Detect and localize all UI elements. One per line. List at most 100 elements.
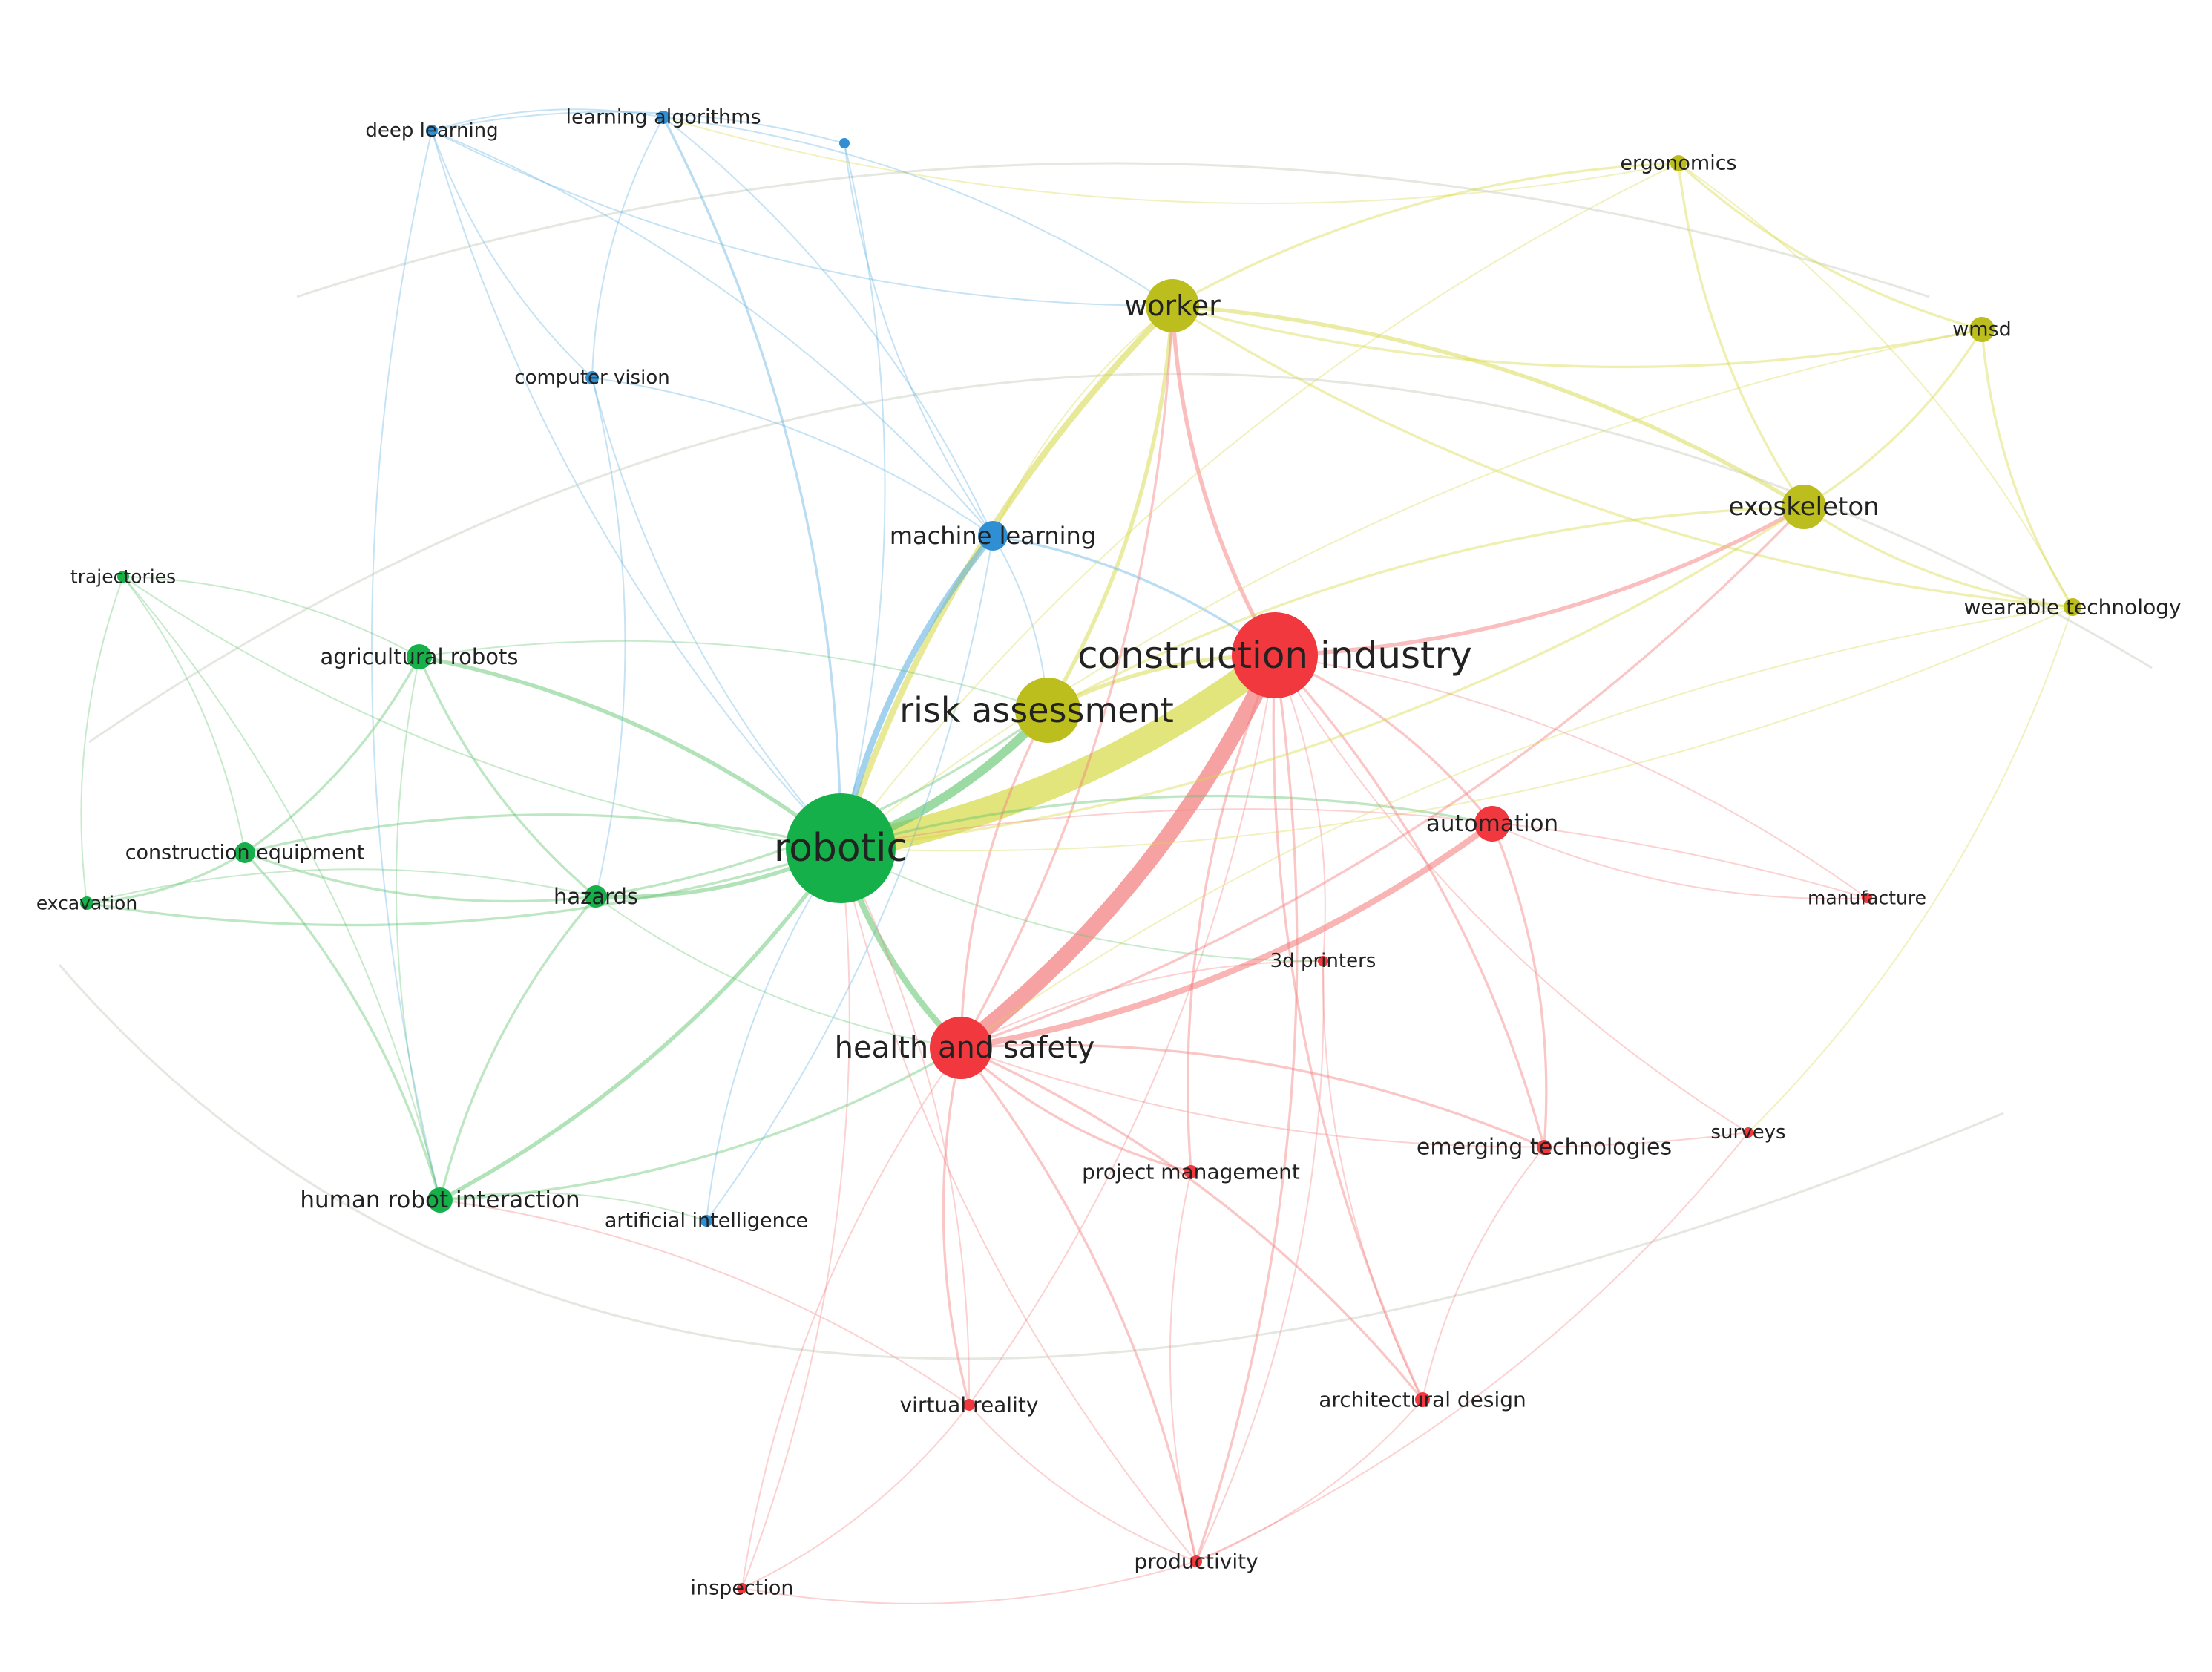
labels-layer: robotic construction industry risk assessm… [36,106,2182,1600]
link-risk_assessment-agricultural_robots [419,640,1048,711]
link-risk_assessment-worker [1046,304,1175,712]
link-learning_algorithms-computer_vision [591,117,664,378]
link-excavation-robotic [85,847,842,927]
node-manufacture[interactable] [1862,893,1872,903]
node-agricultural-robots[interactable] [407,644,432,669]
label-surveys: surveys [1710,1121,1785,1144]
link-human_robot_interaction-health_and_safety [439,1046,962,1201]
link-robotic-exoskeleton [839,505,1805,850]
label-project-management: project management [1082,1160,1300,1184]
label-productivity: productivity [1134,1550,1258,1574]
link-construction_industry-architectural_design [1272,654,1424,1401]
link-deep_learning-robotic [431,130,841,849]
link-construction_industry-virtual_reality [968,655,1276,1406]
link-trajectories-excavation [80,576,124,904]
label-risk-assessment: risk assessment [899,690,1174,730]
link-architectural_design-productivity [1195,1399,1423,1562]
label-emerging-technologies: emerging technologies [1417,1135,1672,1161]
link-construction_industry-health_and_safety [952,646,1284,1057]
link-agricultural_robots-construction_equipment [243,655,421,854]
link-unlabeled_blue-machine_learning [844,142,994,537]
node-virtual-reality[interactable] [963,1399,975,1411]
link-exoskeleton-wearable_technology [1802,505,2074,609]
node-3d-printers[interactable] [1318,956,1328,966]
node-wmsd[interactable] [1969,317,1995,342]
link-robotic-3d_printers [840,848,1324,963]
node-construction-industry[interactable] [1232,612,1318,698]
label-learning-algorithms: learning algorithms [565,106,761,129]
node-wearable-technology[interactable] [2064,598,2081,616]
link-wmsd-ergonomics [1677,162,1983,331]
link-robotic-productivity [840,848,1197,1562]
link-agricultural_robots-human_robot_interaction [395,656,441,1201]
label-3d-printers: 3d printers [1270,950,1376,972]
node-architectural-design[interactable] [1415,1392,1430,1407]
node-construction-equipment[interactable] [234,842,255,863]
label-inspection: inspection [691,1577,794,1600]
link-exoskeleton-health_and_safety [959,505,1805,1049]
label-ergonomics: ergonomics [1620,152,1736,175]
link-human_robot_interaction-virtual_reality [439,1199,970,1406]
node-computer-vision[interactable] [585,371,599,384]
link-trajectories-construction_equipment [122,576,246,853]
node-learning-algorithms[interactable] [657,111,670,124]
link-human_robot_interaction-artificial_intelligence [439,1192,707,1222]
label-artificial-intelligence: artificial intelligence [605,1210,808,1233]
node-excavation[interactable] [80,896,93,910]
link-automation-emerging_technologies [1491,822,1548,1149]
background-arc-2 [58,964,2004,1360]
link-trajectories-robotic [122,576,841,849]
node-worker[interactable] [1146,279,1199,332]
node-hazards[interactable] [585,885,607,908]
link-ergonomics-learning_algorithms [663,117,1679,204]
link-robotic-virtual_reality [840,848,971,1406]
node-ergonomics[interactable] [1670,155,1687,171]
link-virtual_reality-inspection [741,1404,970,1589]
node-trajectories[interactable] [117,571,129,583]
label-health-and-safety: health and safety [835,1031,1095,1065]
link-construction_equipment-human_robot_interaction [243,851,442,1201]
background-arc-3 [296,162,1930,298]
node-inspection[interactable] [737,1583,747,1593]
label-agricultural-robots: agricultural robots [321,644,519,669]
node-machine-learning[interactable] [978,521,1008,551]
node-exoskeleton[interactable] [1782,485,1826,529]
link-robotic-inspection [741,848,850,1589]
node-emerging-technologies[interactable] [1537,1140,1552,1155]
link-risk_assessment-exoskeleton [1046,505,1805,712]
node-artificial-intelligence[interactable] [700,1215,712,1227]
label-robotic: robotic [774,826,908,871]
link-robotic-manufacture [840,808,1868,899]
node-deep-learning[interactable] [426,125,438,137]
link-3d_printers-architectural_design [1322,960,1423,1400]
node-productivity[interactable] [1190,1555,1202,1567]
node-unlabeled-blue[interactable] [839,138,850,148]
link-robotic-human_robot_interaction [438,846,843,1202]
link-health_and_safety-automation [957,820,1496,1052]
label-computer-vision: computer vision [514,367,669,389]
link-construction_industry-project_management [1187,654,1276,1173]
link-inspection-productivity [741,1561,1197,1604]
label-wearable-technology: wearable technology [1963,595,2181,620]
link-robotic-construction_industry [827,642,1288,862]
link-ergonomics-wearable_technology [1678,163,2073,608]
label-construction-equipment: construction equipment [125,842,365,865]
node-human-robot-interaction[interactable] [427,1187,453,1213]
label-automation: automation [1426,810,1558,837]
link-excavation-hazards [86,868,597,904]
link-trajectories-human_robot_interaction [122,576,441,1201]
link-worker-deep_learning [431,130,1173,307]
node-risk-assessment[interactable] [1015,678,1080,743]
node-health-and-safety[interactable] [930,1017,992,1079]
node-project-management[interactable] [1184,1165,1198,1178]
link-exoskeleton-ergonomics [1677,162,1805,508]
node-surveys[interactable] [1743,1127,1753,1138]
label-human-robot-interaction: human robot interaction [300,1187,580,1213]
link-deep_learning-learning_algorithms [431,108,664,131]
label-construction-industry: construction industry [1077,634,1472,677]
node-automation[interactable] [1474,806,1510,842]
link-risk_assessment-health_and_safety [959,709,1049,1049]
node-robotic[interactable] [786,793,896,903]
link-health_and_safety-inspection [741,1047,962,1589]
